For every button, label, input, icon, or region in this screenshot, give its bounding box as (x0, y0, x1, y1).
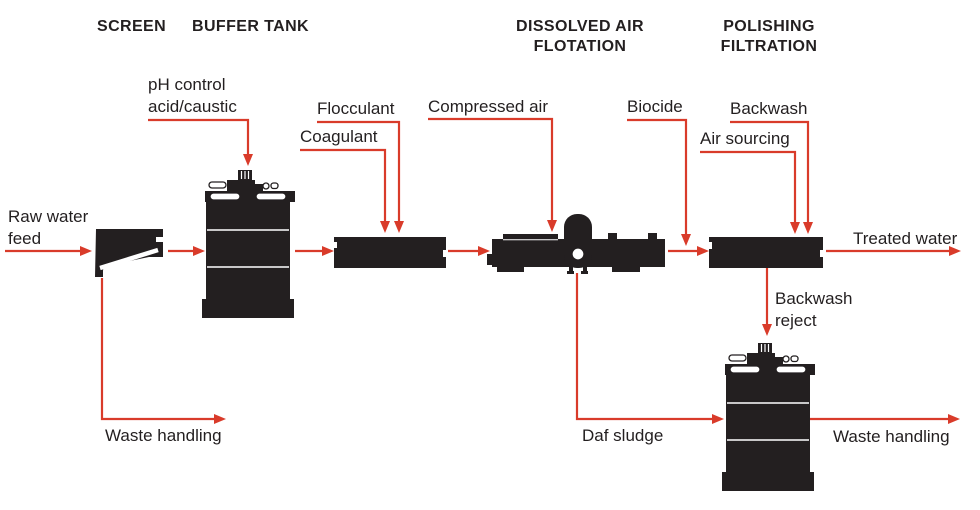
label-backwash-reject: Backwash reject (775, 289, 853, 330)
header-dissolved-air-flotation: DISSOLVED AIR FLOTATION (516, 18, 644, 55)
header-buffer-tank: BUFFER TANK (192, 18, 309, 35)
label-flocculant: Flocculant (317, 99, 395, 118)
buffer-tank-icon (201, 169, 296, 319)
label-air-sourcing: Air sourcing (700, 129, 790, 148)
polishing-filter-icon (707, 237, 825, 268)
header-polishing-filtration: POLISHING FILTRATION (720, 18, 818, 55)
label-biocide: Biocide (627, 97, 683, 116)
ph-control-dosing-arrow (148, 118, 253, 166)
air-saturation-vessel-icon (564, 214, 592, 274)
label-compressed-air: Compressed air (428, 97, 548, 116)
label-coagulant: Coagulant (300, 127, 378, 146)
daf-unit-icon (487, 214, 665, 274)
label-waste-handling-right: Waste handling (833, 427, 950, 446)
sludge-tank-icon (721, 342, 816, 492)
label-daf-sludge: Daf sludge (582, 426, 664, 445)
label-backwash: Backwash (730, 99, 808, 118)
daf-sludge-arrow (575, 273, 724, 424)
label-waste-handling-left: Waste handling (105, 426, 222, 445)
label-raw-water-feed: Raw water feed (8, 207, 89, 248)
header-screen: SCREEN (97, 18, 167, 35)
flocculation-tank-icon (332, 237, 448, 268)
backwash-arrow (730, 120, 813, 234)
label-ph-control: pH control acid/caustic (148, 75, 237, 116)
flocculant-dosing-arrow (317, 120, 404, 233)
waste-handling-left-arrow (100, 278, 226, 424)
biocide-dosing-arrow (627, 118, 691, 246)
compressed-air-arrow (428, 117, 557, 232)
label-treated-water: Treated water (853, 229, 958, 248)
air-sourcing-arrow (700, 150, 800, 234)
screen-icon (95, 229, 164, 277)
coagulant-dosing-arrow (300, 148, 390, 233)
